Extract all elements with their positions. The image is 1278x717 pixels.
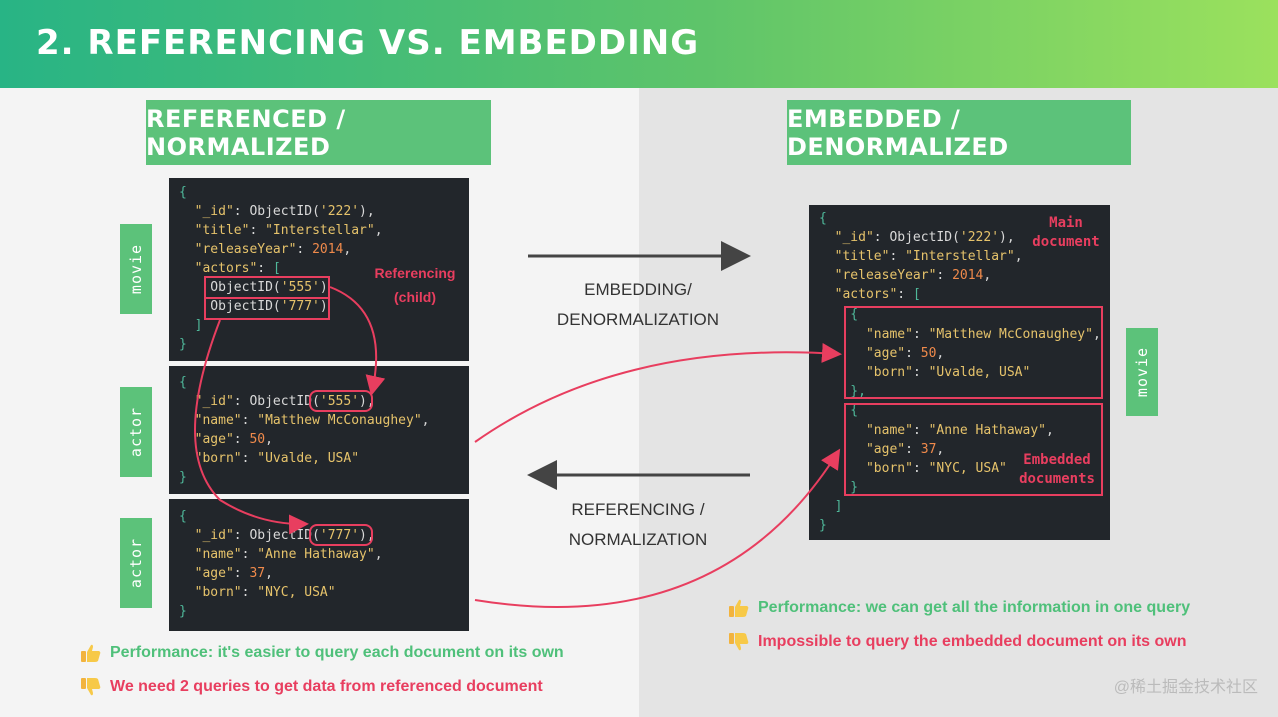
- objectid-777-box: [204, 297, 330, 320]
- referencing-child-label: Referencing (child): [374, 265, 456, 305]
- code-line: "born": "Uvalde, USA": [194, 451, 360, 466]
- code-line: {: [819, 307, 859, 322]
- code-line: }: [179, 470, 187, 485]
- tag-movie-left: movie: [120, 224, 152, 314]
- code-line: "name": "Anne Hathaway",: [865, 423, 1054, 438]
- main-document-label: Main document: [1032, 215, 1100, 250]
- referencing-normalization-label: REFERENCING / NORMALIZATION: [568, 500, 708, 549]
- embedded-doc-2-box: [844, 403, 1103, 496]
- code-line: "_id": ObjectID('222'),: [194, 204, 375, 219]
- right-pro-note: Performance: we can get all the informat…: [728, 598, 1190, 618]
- tag-actor-2: actor: [120, 518, 152, 608]
- code-line: }: [819, 518, 827, 533]
- thumbs-up-icon: [729, 599, 749, 617]
- left-con-note: We need 2 queries to get data from refer…: [80, 677, 543, 697]
- thumbs-down-icon: [729, 633, 749, 651]
- embedding-denormalization-label: EMBEDDING/ DENORMALIZATION: [556, 280, 720, 329]
- code-line: ObjectID('777'): [179, 299, 328, 314]
- code-line: ]: [819, 499, 843, 514]
- code-line: "age": 50,: [865, 346, 945, 361]
- referenced-normalized-label: Referenced / Normalized: [146, 100, 491, 165]
- right-con-note: Impossible to query the embedded documen…: [728, 632, 1186, 652]
- id-555-highlight: [309, 390, 373, 412]
- code-line: "name": "Matthew McConaughey",: [865, 327, 1101, 342]
- embedded-documents-label: Embedded documents: [1015, 451, 1099, 489]
- code-line: {: [179, 375, 187, 390]
- movie-document-code: { "_id": ObjectID('222'), "title": "Inte…: [169, 178, 469, 361]
- code-line: "title": "Interstellar",: [834, 249, 1023, 264]
- embedded-denormalized-label: Embedded / Denormalized: [787, 100, 1131, 165]
- code-line: "age": 50,: [194, 432, 273, 447]
- thumbs-up-icon: [81, 644, 101, 662]
- code-line: }: [819, 480, 859, 495]
- tag-movie-right: movie: [1126, 328, 1158, 416]
- code-line: {: [179, 185, 187, 200]
- code-line: "releaseYear": 2014,: [834, 268, 992, 283]
- code-line: }: [179, 337, 187, 352]
- code-line: },: [819, 384, 866, 399]
- code-line: }: [179, 604, 187, 619]
- code-line: ]: [179, 318, 203, 333]
- code-line: "actors": [: [194, 261, 281, 276]
- slide-header: 2. Referencing vs. Embedding: [0, 0, 1278, 88]
- id-777-highlight: [309, 524, 373, 546]
- code-line: {: [179, 509, 187, 524]
- code-line: "name": "Anne Hathaway",: [194, 547, 383, 562]
- code-line: "releaseYear": 2014,: [194, 242, 352, 257]
- code-line: "actors": [: [834, 287, 921, 302]
- code-line: ObjectID('555'): [179, 280, 328, 295]
- left-pro-note: Performance: it's easier to query each d…: [80, 643, 564, 663]
- code-line: "_id": ObjectID('222'),: [834, 230, 1015, 245]
- code-line: "name": "Matthew McConaughey",: [194, 413, 430, 428]
- tag-actor-1: actor: [120, 387, 152, 477]
- actor-777-document-code: { "_id": ObjectID('777'), "name": "Anne …: [169, 499, 469, 631]
- objectid-555-box: [204, 276, 330, 299]
- code-line: "age": 37,: [865, 442, 945, 457]
- code-line: "born": "NYC, USA": [865, 461, 1007, 476]
- watermark-text: @稀土掘金技术社区: [1113, 679, 1258, 696]
- slide-title: 2. Referencing vs. Embedding: [36, 23, 700, 63]
- code-line: "born": "NYC, USA": [194, 585, 336, 600]
- code-line: {: [819, 403, 859, 418]
- actor-555-document-code: { "_id": ObjectID('555'), "name": "Matth…: [169, 366, 469, 494]
- code-line: "age": 37,: [194, 566, 273, 581]
- embedded-movie-document-code: { "_id": ObjectID('222'), "title": "Inte…: [809, 205, 1110, 540]
- code-line: {: [819, 211, 827, 226]
- code-line: "title": "Interstellar",: [194, 223, 383, 238]
- embedded-doc-1-box: [844, 306, 1103, 399]
- thumbs-down-icon: [81, 678, 101, 696]
- code-line: "born": "Uvalde, USA": [865, 365, 1031, 380]
